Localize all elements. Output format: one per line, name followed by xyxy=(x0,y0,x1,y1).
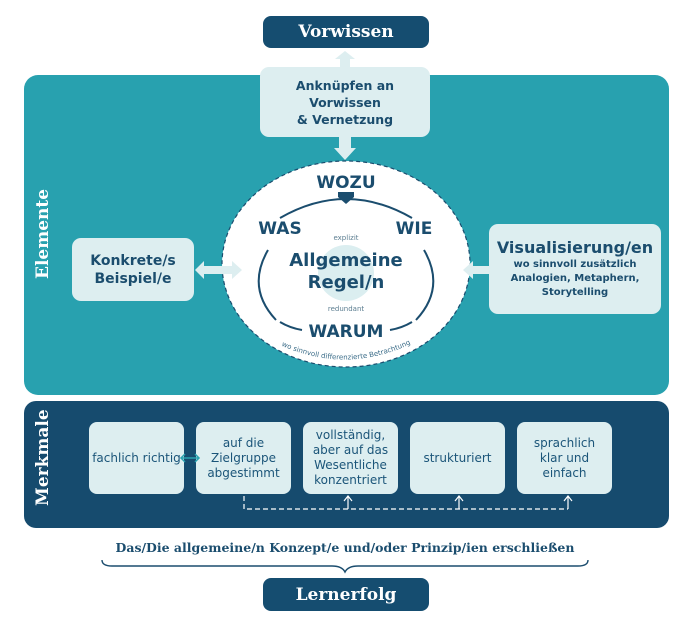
double-arrow-icon xyxy=(195,261,242,279)
merkmal-line: fachlich richtig xyxy=(92,450,181,465)
merkmal-line: Zielgruppe xyxy=(210,450,277,465)
anknuepfen-box: Anknüpfen an Vorwissen & Vernetzung xyxy=(260,67,430,137)
beispiel-box: Konkrete/s Beispiel/e xyxy=(72,238,194,301)
visualisierung-line2: Analogien, Metaphern, xyxy=(510,273,640,284)
merkmal-sprachlich: sprachlich klar und einfach xyxy=(517,422,612,494)
visualisierung-line3: Storytelling xyxy=(541,287,609,298)
beispiel-line2: Beispiel/e xyxy=(94,270,172,287)
merkmal-line: auf die xyxy=(222,435,265,450)
merkmal-line: einfach xyxy=(542,465,587,480)
dashed-connector xyxy=(243,495,573,510)
merkmal-line: strukturiert xyxy=(423,450,492,465)
merkmal-zielgruppe: auf die Zielgruppe abgestimmt xyxy=(196,422,291,494)
bottom-arc-right xyxy=(389,321,413,331)
vorwissen-pill: Vorwissen xyxy=(263,16,429,48)
visualisierung-box: Visualisierung/en wo sinnvoll zusätzlich… xyxy=(489,224,661,314)
merkmal-line: aber auf das xyxy=(312,443,389,457)
wozu-label: WOZU xyxy=(316,173,375,193)
merkmal-line: klar und xyxy=(539,450,590,465)
bottom-arc-left xyxy=(279,321,303,331)
lernerfolg-pill: Lernerfolg xyxy=(263,578,429,611)
merkmal-line: vollständig, xyxy=(315,428,386,442)
wie-label: WIE xyxy=(396,219,433,239)
center-line2: Regel/n xyxy=(308,272,385,293)
redundant-label: redundant xyxy=(328,305,365,313)
warum-label: WARUM xyxy=(309,322,384,342)
merkmal-fachlich-richtig: fachlich richtig xyxy=(89,422,184,494)
left-arc xyxy=(257,249,277,321)
was-label: WAS xyxy=(258,219,301,239)
down-arrow-icon xyxy=(334,136,356,160)
beispiel-line1: Konkrete/s xyxy=(90,252,176,269)
wozu-arrow-icon xyxy=(338,192,354,204)
merkmal-line: sprachlich xyxy=(533,435,596,450)
curly-brace-icon xyxy=(101,559,589,574)
visualisierung-line1: wo sinnvoll zusätzlich xyxy=(513,259,637,270)
center-line1: Allgemeine xyxy=(289,250,403,271)
merkmale-section-label: Merkmale xyxy=(33,409,53,506)
visualisierung-title: Visualisierung/en xyxy=(496,238,654,257)
teal-double-arrow-icon xyxy=(179,453,201,463)
explizit-label: explizit xyxy=(333,234,358,242)
merkmal-line: konzentriert xyxy=(314,473,387,487)
merkmal-vollstaendig: vollständig, aber auf das Wesentliche ko… xyxy=(303,422,398,494)
vorwissen-label: Vorwissen xyxy=(298,22,394,42)
lernerfolg-label: Lernerfolg xyxy=(295,584,397,605)
anknuepfen-line1: Anknüpfen an Vorwissen xyxy=(295,77,395,110)
center-highlight-circle xyxy=(318,245,374,301)
elemente-section-label: Elemente xyxy=(33,188,53,279)
merkmal-strukturiert: strukturiert xyxy=(410,422,505,494)
merkmal-line: Wesentliche xyxy=(314,458,387,472)
central-circle-diagram: WOZU WAS WIE explizit Allgemeine Regel/n… xyxy=(221,160,471,368)
merkmal-line: abgestimmt xyxy=(207,465,280,480)
anknuepfen-line2: & Vernetzung xyxy=(296,111,394,127)
right-arc xyxy=(415,249,435,321)
left-arrow-icon xyxy=(463,261,491,279)
brace-caption: Das/Die allgemeine/n Konzept/e und/oder … xyxy=(115,540,575,555)
